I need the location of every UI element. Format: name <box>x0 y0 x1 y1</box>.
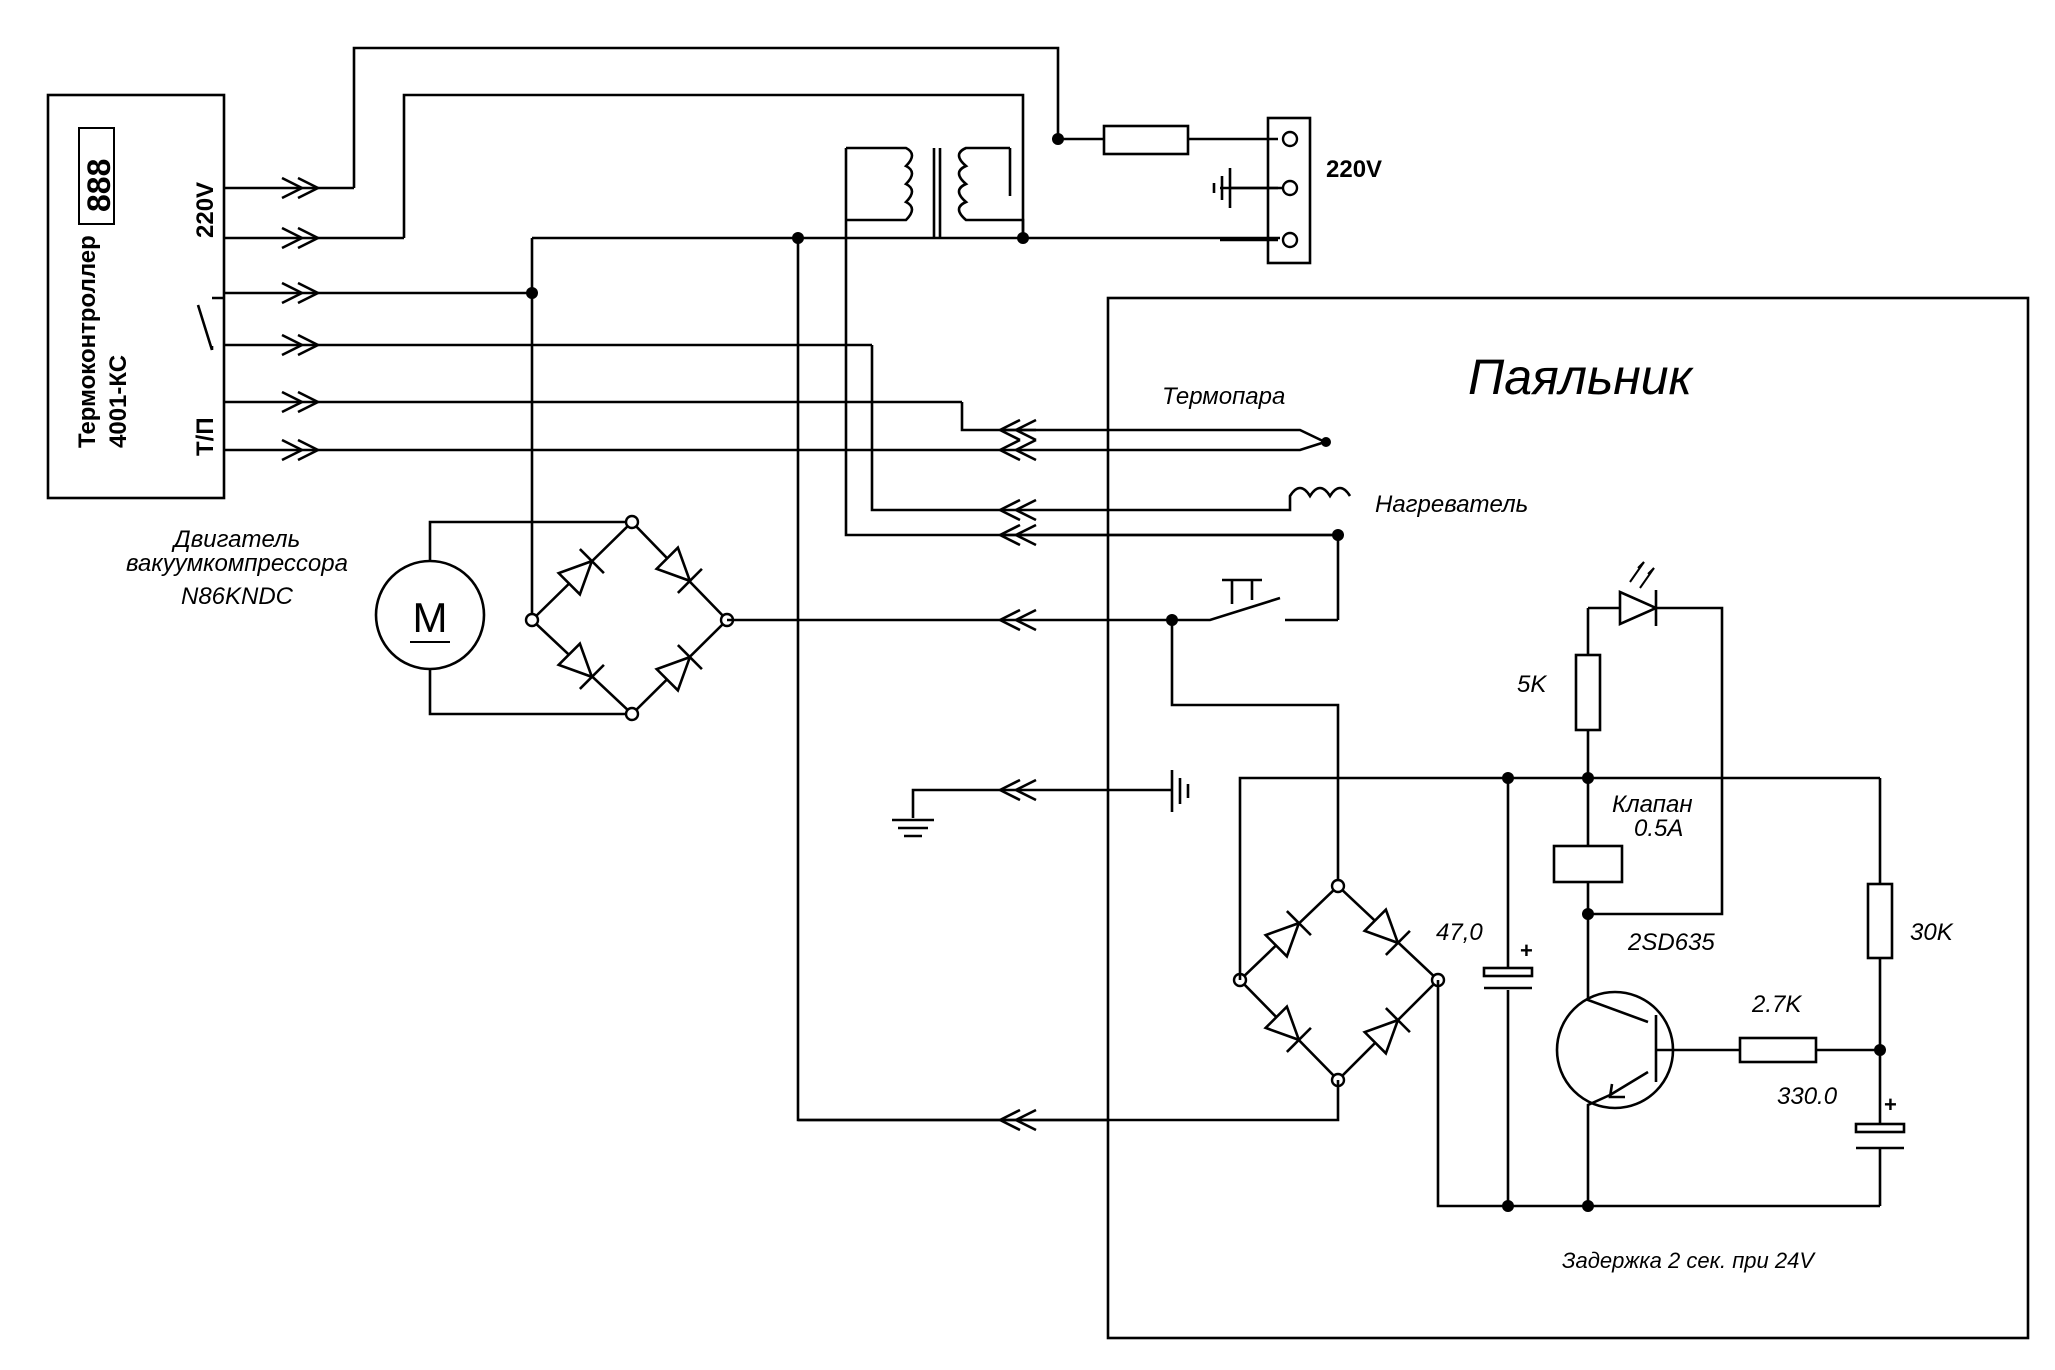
transistor: 2SD635 <box>1555 914 1740 1212</box>
transformer-icon <box>844 146 1338 537</box>
valve-coil: Клапан 0.5A <box>1552 772 1693 920</box>
controller-display: 888 <box>81 159 117 212</box>
ground-icon <box>1000 770 1190 812</box>
transistor-label: 2SD635 <box>1627 929 1715 956</box>
capacitor-330-label: 330.0 <box>1777 1083 1838 1110</box>
fuse-icon <box>1102 124 1190 156</box>
motor-label-line2: вакуумкомпрессора <box>126 550 348 577</box>
bridge-rectifier-valve <box>798 776 1880 1208</box>
motor-label-line3: N86KNDC <box>181 583 294 610</box>
soldering-iron-title: Паяльник <box>1468 349 1695 405</box>
valve-label-line2: 0.5A <box>1634 815 1683 842</box>
heater: Нагреватель <box>870 345 1528 620</box>
motor: M Двигатель вакуумкомпрессора N86KNDC <box>126 520 632 716</box>
motor-label-line1: Двигатель <box>171 526 300 553</box>
terminal-220v-label: 220V <box>192 182 219 238</box>
soldering-iron-box: Паяльник <box>1106 296 2030 1340</box>
controller-title-line1: Термоконтроллер <box>74 235 101 448</box>
delay-note: Задержка 2 сек. при 24V <box>1562 1248 1816 1273</box>
resistor-2-7k: 2.7K <box>1738 991 1886 1064</box>
bridge-rectifier-motor <box>524 514 1165 722</box>
led-icon <box>1588 561 1724 916</box>
controller-title-line2: 4001-КС <box>105 355 132 448</box>
resistor-30k-label: 30K <box>1910 919 1954 946</box>
thermocouple: Термопара <box>960 383 1331 452</box>
terminal-tp-label: Т/П <box>192 417 219 456</box>
motor-symbol: M <box>413 594 448 641</box>
capacitor-47-label: 47,0 <box>1436 919 1483 946</box>
ground-icon <box>892 788 1000 838</box>
pushbutton-icon <box>1165 578 1340 886</box>
thermocouple-label: Термопара <box>1162 383 1285 410</box>
switch-icon <box>196 296 224 351</box>
valve-label-line1: Клапан <box>1612 791 1693 818</box>
capacitor-47: + 47,0 <box>1436 772 1534 1212</box>
capacitor-330: + 330.0 <box>1777 1083 1906 1150</box>
resistor-5k-label: 5K <box>1517 671 1547 698</box>
resistor-2-7k-label: 2.7K <box>1751 991 1802 1018</box>
resistor-30k: 30K <box>1866 778 1954 1206</box>
controller-outputs <box>224 176 1000 462</box>
plus-sign: + <box>1884 1092 1897 1117</box>
mains-wiring <box>352 46 1280 1122</box>
mains-voltage-label: 220V <box>1326 156 1382 183</box>
display-frame <box>78 127 115 225</box>
plus-sign: + <box>1520 938 1533 963</box>
heater-label: Нагреватель <box>1375 491 1528 518</box>
ground-icon <box>1212 168 1283 208</box>
mains-socket: 220V <box>1212 116 1382 265</box>
thermocontroller: Термоконтроллер 4001-КС 888 220V Т/П <box>46 93 226 500</box>
resistor-5k: 5K <box>1517 608 1602 778</box>
